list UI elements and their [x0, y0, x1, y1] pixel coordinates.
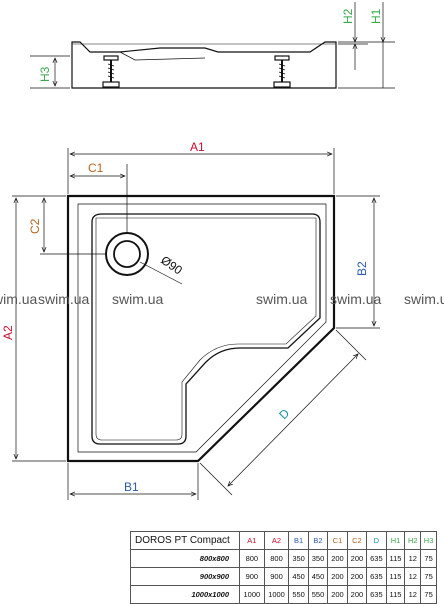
column-header: H2: [404, 531, 422, 550]
table-cell: 115: [385, 585, 406, 604]
watermark-text: swim.ua: [404, 291, 444, 307]
column-header: B2: [307, 531, 329, 550]
leg-right: [273, 55, 291, 88]
table-cell: 450: [307, 567, 329, 586]
d-label: D: [276, 406, 292, 422]
table-cell: 75: [420, 567, 437, 586]
table-cell: 200: [327, 585, 348, 604]
watermark-text: swim.ua: [330, 291, 382, 307]
table-cell: 200: [327, 549, 348, 568]
table-cell: 900: [263, 567, 290, 586]
table-cell: 12: [404, 567, 422, 586]
column-header: H1: [385, 531, 406, 550]
tray-outline: [66, 194, 336, 463]
table-cell: 75: [420, 549, 437, 568]
height-dimensions: [30, 2, 395, 89]
h3-label: H3: [38, 66, 52, 82]
drain-outer: [105, 232, 149, 276]
column-header: D: [366, 531, 387, 550]
b1-dimension: [67, 463, 199, 500]
a1-dimension: [67, 148, 335, 194]
table-cell: 450: [288, 567, 309, 586]
c2-label: C2: [28, 218, 42, 234]
table-cell: 1000: [263, 585, 290, 604]
table-cell: 200: [327, 567, 348, 586]
a2-dimension: [12, 195, 66, 462]
tray-side-profile: [71, 41, 337, 89]
table-cell: 115: [385, 549, 406, 568]
table-cell: 1000: [239, 585, 265, 604]
column-header: C2: [346, 531, 368, 550]
watermark-text: swim.ua: [0, 291, 38, 307]
dimensions-table: DOROS PT Compact A1 A2 B1 B2 C1 C2 D H1 …: [130, 531, 437, 604]
table-cell: 800: [239, 549, 265, 568]
table-cell: 350: [288, 549, 309, 568]
table-cell: 635: [366, 549, 387, 568]
table-cell: 550: [288, 585, 309, 604]
watermark-row: swim.ua swim.ua swim.ua swim.ua swim.ua …: [0, 291, 444, 307]
table-row: 900x900 900 900 450 450 200 200 635 115 …: [130, 567, 437, 586]
c1-label: C1: [88, 161, 104, 175]
model-name: DOROS PT Compact: [130, 531, 240, 550]
top-view: [66, 194, 336, 463]
c1-dimension: [70, 164, 128, 232]
watermark-text: swim.ua: [38, 291, 90, 307]
table-cell: 900: [239, 567, 265, 586]
table-cell: 200: [346, 585, 368, 604]
drain-inner: [113, 240, 141, 268]
side-view: [71, 41, 337, 89]
column-header: A2: [263, 531, 290, 550]
b2-dimension: [336, 195, 380, 329]
h2-label: H2: [341, 8, 355, 24]
watermark-text: swim.ua: [256, 291, 308, 307]
table-cell: 115: [385, 567, 406, 586]
table-cell: 635: [366, 585, 387, 604]
table-cell: 550: [307, 585, 329, 604]
table-row: 800x800 800 800 350 350 200 200 635 115 …: [130, 549, 437, 568]
b2-label: B2: [355, 261, 369, 276]
size-cell: 800x800: [130, 549, 240, 568]
table-cell: 12: [404, 549, 422, 568]
table-cell: 350: [307, 549, 329, 568]
column-header: A1: [239, 531, 265, 550]
a2-label: A2: [1, 325, 15, 340]
column-header: B1: [288, 531, 309, 550]
table-cell: 12: [404, 585, 422, 604]
size-cell: 1000x1000: [130, 585, 240, 604]
b1-label: B1: [124, 480, 139, 494]
table-cell: 635: [366, 567, 387, 586]
table-cell: 75: [420, 585, 437, 604]
watermark-text: swim.ua: [112, 291, 164, 307]
table-cell: 200: [346, 567, 368, 586]
d-dimension: [199, 329, 367, 496]
size-cell: 900x900: [130, 567, 240, 586]
column-header: H3: [420, 531, 437, 550]
a1-label: A1: [190, 140, 205, 154]
column-header: C1: [327, 531, 348, 550]
c2-dimension: [40, 198, 106, 255]
table-cell: 200: [346, 549, 368, 568]
table-header-row: DOROS PT Compact A1 A2 B1 B2 C1 C2 D H1 …: [130, 531, 437, 550]
leg-left: [102, 55, 120, 88]
table-row: 1000x1000 1000 1000 550 550 200 200 635 …: [130, 585, 437, 604]
tray-basin: [91, 213, 321, 445]
table-cell: 800: [263, 549, 290, 568]
h1-label: H1: [369, 8, 383, 24]
